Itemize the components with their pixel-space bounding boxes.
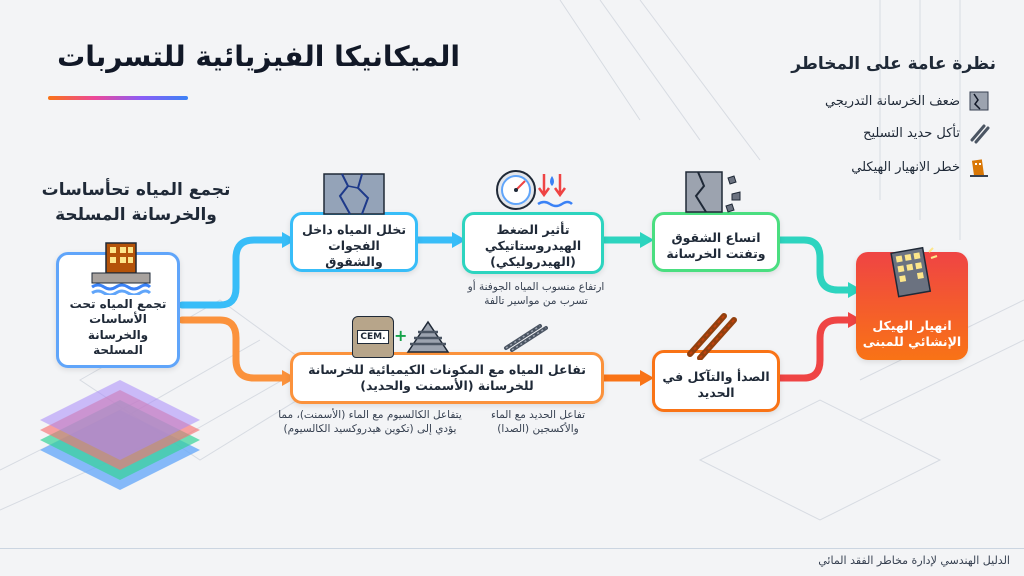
node-chemical-reaction: تفاعل المياه مع المكونات الكيميائية للخر… [290,352,604,404]
node-label: انهيار الهيكل الإنشائي للمبنى [862,317,962,349]
node-label: اتساع الشقوق وتفتت الخرسانة [666,229,766,261]
legend-label: ضعف الخرسانة التدريجي [824,93,960,109]
title-underline [48,96,188,100]
arrowhead [452,232,466,248]
cement-bag-icon: CEM. [352,316,394,358]
arrowhead [282,370,296,386]
arrowhead [640,370,654,386]
note-calcium-reaction: يتفاعل الكالسيوم مع الماء (الأسمنت)، مما… [278,409,462,436]
building-foundation-icon [91,242,152,295]
footer-text: الدليل الهندسي لإدارة مخاطر الفقد المائي [818,554,1010,567]
collapsing-building-icon [890,246,938,298]
node-structural-collapse: انهيار الهيكل الإنشائي للمبنى [856,246,968,360]
legend-item-rebar-corrosion: تأكل حديد التسليح [780,122,990,144]
node-label: تأثير الضغط الهيدروستاتيكي (الهيدروليكي) [484,221,582,270]
node-label: تفاعل المياه مع المكونات الكيميائية للخر… [308,361,586,393]
arrowhead [848,312,862,328]
node-hydrostatic-pressure: تأثير الضغط الهيدروستاتيكي (الهيدروليكي) [462,212,604,274]
connector-source-chemical [178,316,286,382]
note-pressure-cause: ارتفاع منسوب المياه الجوفنة أو تسرب من م… [467,281,605,308]
page-title: الميكانيكا الفيزيائية للتسربات [57,40,460,73]
node-label: تخلل المياه داخل الفجوات والشقوق [301,221,407,270]
node-crack-widening: اتساع الشقوق وتفتت الخرسانة [652,212,780,272]
cracked-wall-icon [968,90,990,112]
node-rust-corrosion: الصدأ والتآكل في الحديد [652,350,780,412]
node-label: تجمع المياه تحت الأساسات والخرسانة المسل… [69,296,167,358]
node-water-accumulation: تجمع المياه تحت الأساسات والخرسانة المسل… [56,242,180,368]
connector-rust-collapse [776,316,852,382]
node-label: الصدأ والتآكل في الحديد [662,368,770,400]
pressure-gauge-icon [496,170,573,210]
crumbling-concrete-icon [685,171,741,213]
rusted-rebar-icon [687,313,737,360]
plus-sign: + [394,326,408,345]
cracked-concrete-icon [323,173,385,215]
connector-source-infiltration [178,236,286,309]
legend-label: خطر الانهيار الهيكلي [851,159,960,175]
rebar-bundle-icon [504,324,548,352]
legend-heading: نظرة عامة على المخاطر [791,54,996,74]
section-heading: تجمع المياه تحأساسات والخرسانة المسلحة [41,180,231,225]
node-water-infiltration: تخلل المياه داخل الفجوات والشقوق [290,212,418,272]
connector-cracks-collapse [776,236,852,294]
layer-strata-decoration [40,380,200,490]
arrowhead [640,232,654,248]
arrowhead [282,232,296,248]
collapsing-building-icon [968,156,990,178]
note-iron-reaction: تفاعل الحديد مع الماء والأكسجين (الصدا) [490,409,586,436]
legend-item-concrete-weakness: ضعف الخرسانة التدريجي [780,90,990,112]
cement-label: CEM. [357,330,389,344]
arrowhead [848,282,862,298]
rebar-icon [968,122,990,144]
sand-pile-icon [406,320,450,353]
legend-label: تأكل حديد التسليح [863,125,960,141]
legend-item-structural-collapse: خطر الانهيار الهيكلي [780,156,990,178]
footer-divider [0,548,1024,549]
